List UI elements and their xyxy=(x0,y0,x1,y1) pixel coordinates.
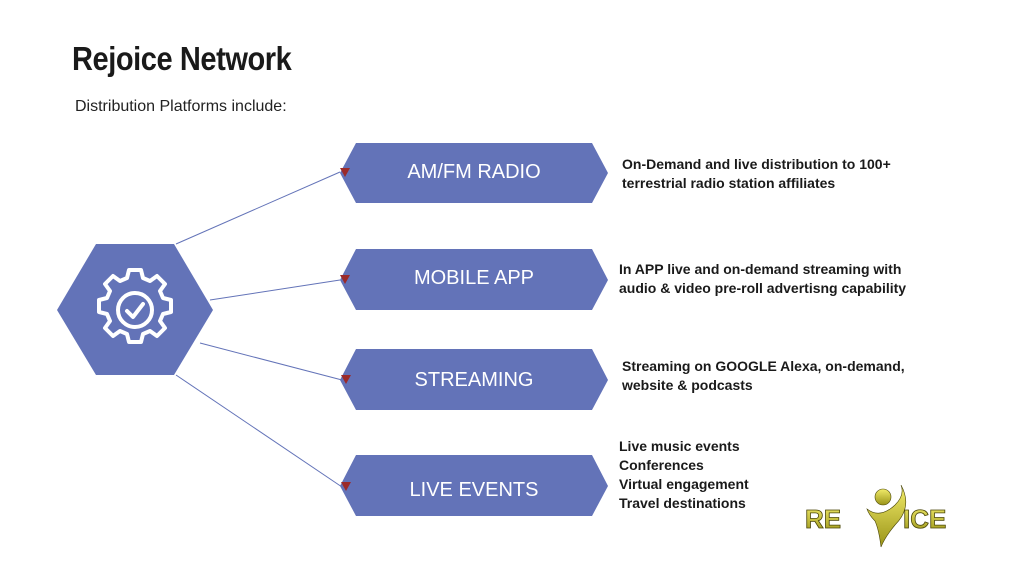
desc-line: audio & video pre-roll advertisng capabi… xyxy=(619,280,907,296)
banner-streaming xyxy=(340,349,608,410)
platform-label: MOBILE APP xyxy=(413,267,535,289)
banner-mobile-app xyxy=(340,249,608,310)
platform-description: Live music events Conferences Virtual en… xyxy=(619,437,749,513)
desc-line: Live music events xyxy=(619,438,740,454)
desc-line: Travel destinations xyxy=(619,495,746,511)
connector-line xyxy=(175,171,341,245)
svg-text:ICE: ICE xyxy=(903,504,946,534)
platform-label: AM/FM RADIO xyxy=(407,161,541,183)
connector-line xyxy=(199,342,343,381)
desc-line: Conferences xyxy=(619,457,704,473)
connector-line xyxy=(209,279,341,301)
banner-am-fm-radio xyxy=(340,143,608,203)
platform-description: On-Demand and live distribution to 100+ … xyxy=(622,155,891,193)
connector-lines xyxy=(175,171,343,488)
platform-label: LIVE EVENTS xyxy=(409,479,539,501)
rejoice-logo: RE ICE xyxy=(805,485,947,548)
svg-text:RE: RE xyxy=(805,504,841,534)
banner-live-events xyxy=(340,455,608,516)
desc-line: terrestrial radio station affiliates xyxy=(622,175,836,191)
page-title: Rejoice Network xyxy=(72,40,292,77)
platform-label: STREAMING xyxy=(414,369,534,391)
desc-line: Streaming on GOOGLE Alexa, on-demand, xyxy=(622,358,905,374)
desc-line: Virtual engagement xyxy=(619,476,749,492)
desc-line: website & podcasts xyxy=(622,377,753,393)
gear-check-icon xyxy=(97,268,173,344)
platform-description: Streaming on GOOGLE Alexa, on-demand, we… xyxy=(622,357,905,395)
marker-triangles xyxy=(340,168,351,491)
connector-line xyxy=(175,374,343,488)
platform-description: In APP live and on-demand streaming with… xyxy=(619,260,906,298)
desc-line: On-Demand and live distribution to 100+ xyxy=(622,156,891,172)
hexagon-hub xyxy=(57,244,213,375)
desc-line: In APP live and on-demand streaming with xyxy=(619,261,902,277)
subtitle: Distribution Platforms include: xyxy=(75,98,287,115)
banners xyxy=(340,143,608,516)
